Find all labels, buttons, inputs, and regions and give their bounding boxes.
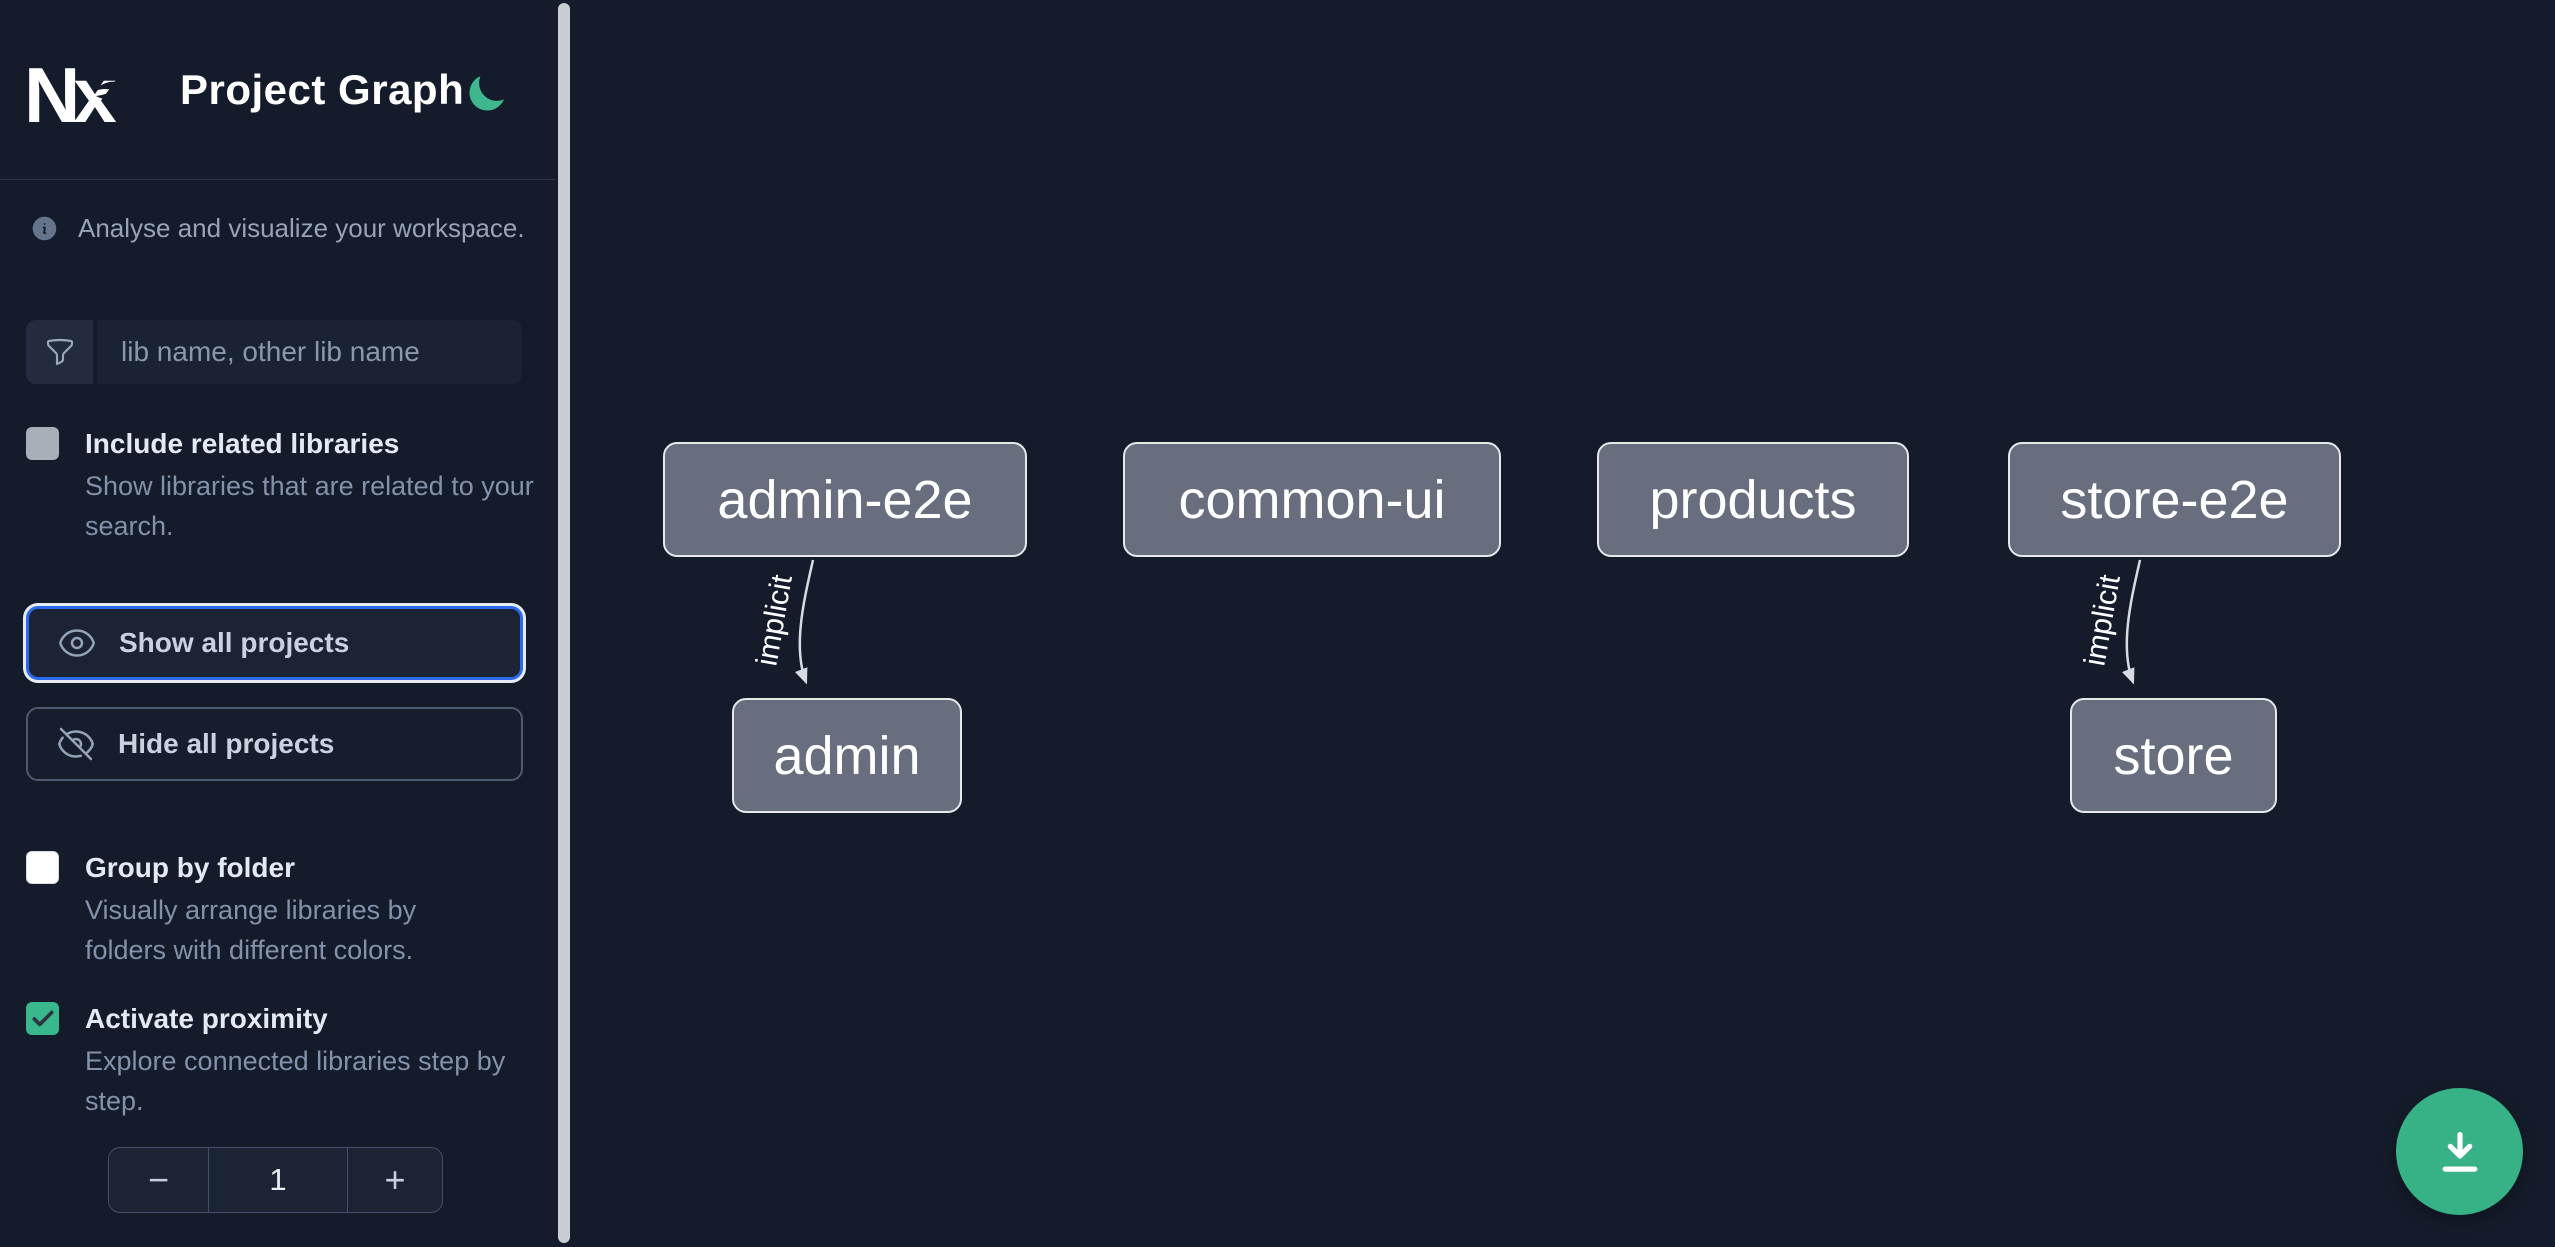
tagline-row: Analyse and visualize your workspace. (30, 213, 525, 244)
show-all-projects-button[interactable]: Show all projects (26, 606, 523, 680)
filter-input-group (26, 320, 522, 384)
group-by-folder-checkbox[interactable] (26, 851, 59, 884)
graph-edges-layer: implicit implicit (748, 559, 2142, 685)
graph-canvas[interactable]: implicit implicit admin-e2e common-ui produ… (571, 0, 2555, 1247)
include-related-checkbox[interactable] (26, 427, 59, 460)
edge-label-implicit: implicit (750, 572, 799, 669)
filter-input[interactable] (97, 320, 522, 384)
nx-logo: Nx (28, 58, 129, 134)
group-by-folder-label: Group by folder (85, 852, 295, 883)
download-image-button[interactable] (2396, 1088, 2523, 1215)
graph-node-store-e2e[interactable]: store-e2e (2008, 442, 2341, 557)
theme-toggle-button[interactable] (464, 72, 508, 116)
graph-edge-admin-e2e-to-admin[interactable] (794, 559, 815, 685)
sidebar-scrollbar-track (556, 0, 571, 1247)
sidebar: Nx Project Graph Analyse and visualize y… (0, 0, 571, 1247)
download-icon (2442, 1131, 2477, 1172)
checkmark-icon (31, 1010, 54, 1026)
include-related-description: Show libraries that are related to your … (85, 471, 534, 541)
show-all-projects-label: Show all projects (119, 627, 350, 658)
graph-node-common-ui[interactable]: common-ui (1123, 442, 1501, 557)
graph-node-admin[interactable]: admin (732, 698, 962, 813)
graph-edge-store-e2e-to-store[interactable] (2121, 559, 2142, 685)
activate-proximity-checkbox[interactable] (26, 1002, 59, 1035)
graph-node-admin-e2e[interactable]: admin-e2e (663, 442, 1027, 557)
group-by-folder-description: Visually arrange libraries by folders wi… (85, 895, 417, 965)
increment-button[interactable]: + (348, 1148, 442, 1212)
graph-node-store[interactable]: store (2070, 698, 2277, 813)
header-divider (0, 179, 557, 180)
eye-icon (59, 629, 95, 657)
tagline-text: Analyse and visualize your workspace. (78, 213, 525, 243)
proximity-depth-value[interactable]: 1 (208, 1148, 348, 1212)
activate-proximity-label: Activate proximity (85, 1003, 328, 1034)
filter-icon-chip (26, 320, 93, 384)
funnel-icon (46, 338, 73, 366)
proximity-depth-stepper: − 1 + (108, 1147, 443, 1213)
moon-icon (469, 76, 504, 111)
graph-node-products[interactable]: products (1597, 442, 1909, 557)
include-related-label: Include related libraries (85, 428, 400, 459)
sidebar-scrollbar-thumb[interactable] (558, 3, 570, 1243)
decrement-button[interactable]: − (109, 1148, 208, 1212)
activate-proximity-description: Explore connected libraries step by step… (85, 1046, 506, 1116)
info-icon (32, 216, 57, 241)
page-title: Project Graph (180, 66, 465, 113)
eye-slash-icon (57, 727, 95, 761)
hide-all-projects-button[interactable]: Hide all projects (26, 707, 523, 781)
hide-all-projects-label: Hide all projects (118, 728, 335, 759)
edge-label-implicit: implicit (2078, 572, 2127, 669)
